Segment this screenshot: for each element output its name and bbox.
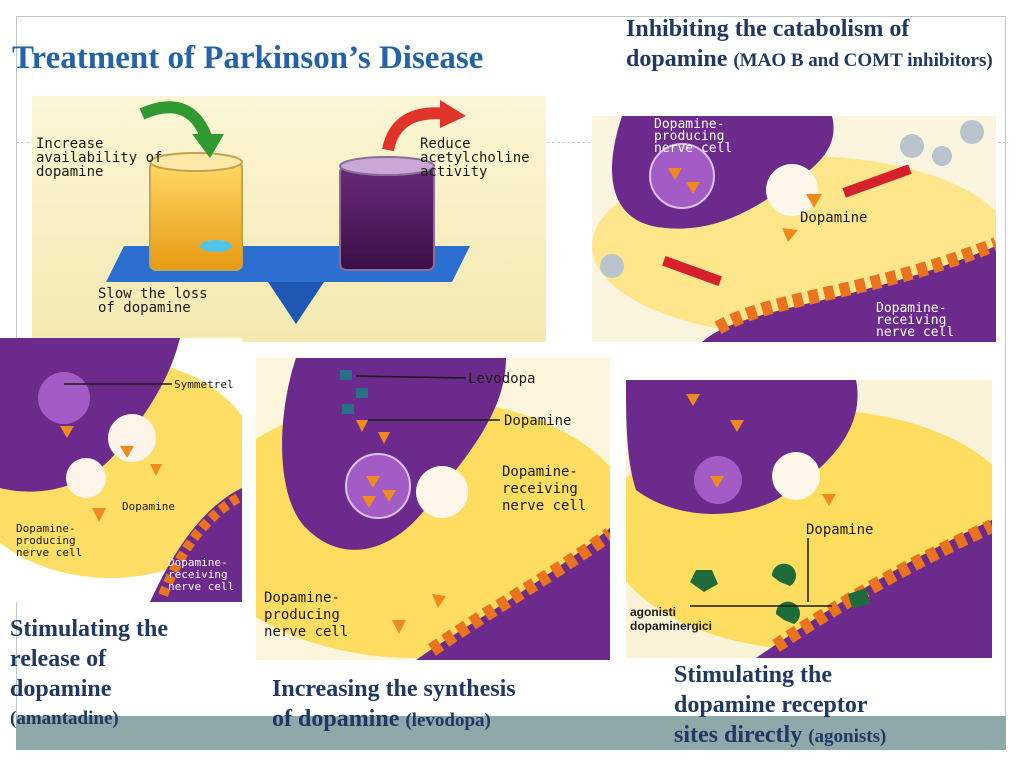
purple-beaker: [339, 165, 435, 271]
svg-text:Slow the loss: Slow the loss: [98, 286, 208, 302]
caption-release-line2: release of: [10, 646, 107, 672]
agonist-molecule: [690, 570, 718, 592]
svg-text:receiving: receiving: [502, 481, 578, 497]
svg-text:Levodopa: Levodopa: [468, 371, 535, 387]
svg-text:Dopamine: Dopamine: [800, 210, 867, 226]
yellow-beaker: [149, 161, 243, 271]
svg-text:Increase: Increase: [36, 136, 103, 152]
svg-text:nerve cell: nerve cell: [654, 141, 732, 156]
svg-text:dopaminergici: dopaminergici: [630, 619, 712, 633]
svg-text:producing: producing: [654, 129, 724, 144]
svg-text:Symmetrel: Symmetrel: [174, 378, 234, 391]
svg-text:acetylcholine: acetylcholine: [420, 150, 530, 166]
svg-text:Dopamine: Dopamine: [504, 413, 571, 429]
caption-release: Stimulating the release of dopamine (ama…: [10, 614, 240, 734]
caption-synthesis-sub: (levodopa): [405, 710, 491, 731]
svg-text:producing: producing: [264, 607, 340, 623]
panel-balance: Increase availability of dopamine Reduce…: [32, 96, 546, 342]
bottom-bar: [16, 716, 1006, 750]
caption-release-line3: dopamine: [10, 676, 112, 702]
caption-agonists: Stimulating the dopamine receptor sites …: [674, 660, 1004, 752]
synthesis-illustration: Levodopa Dopamine Dopamine- receiving ne…: [256, 358, 610, 660]
svg-text:nerve cell: nerve cell: [16, 546, 82, 559]
caption-agonists-sub: (agonists): [808, 726, 887, 747]
panel-agonists: Dopamine agonisti dopaminergici: [626, 380, 992, 658]
svg-text:Dopamine-: Dopamine-: [502, 464, 578, 480]
svg-text:nerve cell: nerve cell: [502, 498, 586, 514]
svg-text:availability of: availability of: [36, 150, 162, 166]
svg-text:receiving: receiving: [168, 568, 228, 581]
synthesis-producing-neuron: [282, 358, 506, 550]
enzyme-mao: [662, 256, 722, 286]
caption-synthesis-line1: Increasing the synthesis: [272, 676, 516, 702]
panel-catabolism: Dopamine- producing nerve cell Dopamine …: [592, 116, 996, 342]
svg-text:nerve cell: nerve cell: [876, 325, 954, 340]
caption-agonists-line3: sites directly: [674, 722, 803, 748]
green-arrow: [139, 101, 214, 145]
red-arrow: [382, 107, 449, 152]
caption-agonists-line1: Stimulating the: [674, 662, 833, 688]
svg-text:Dopamine-: Dopamine-: [264, 590, 340, 606]
caption-catabolism-sub: (MAO B and COMT inhibitors): [733, 50, 993, 71]
svg-text:nerve cell: nerve cell: [264, 624, 348, 640]
svg-text:Dopamine-: Dopamine-: [876, 301, 946, 316]
svg-text:of dopamine: of dopamine: [98, 300, 191, 316]
fulcrum: [260, 270, 332, 324]
svg-text:nerve cell: nerve cell: [168, 580, 234, 593]
balance-illustration: Increase availability of dopamine Reduce…: [32, 96, 546, 342]
svg-text:agonisti: agonisti: [630, 605, 676, 619]
caption-release-line1: Stimulating the: [10, 616, 169, 642]
svg-text:producing: producing: [16, 534, 76, 547]
svg-text:Dopamine-: Dopamine-: [654, 117, 724, 132]
caption-agonists-line2: dopamine receptor: [674, 692, 868, 718]
svg-text:dopamine: dopamine: [36, 164, 103, 180]
svg-text:Dopamine: Dopamine: [806, 522, 873, 538]
release-illustration: Symmetrel Dopamine Dopamine- producing n…: [0, 338, 242, 602]
svg-text:Reduce: Reduce: [420, 136, 471, 152]
synthesis-receiving-neuron: [416, 528, 610, 660]
caption-catabolism-main: Inhibiting the catabolism of dopamine: [626, 16, 910, 72]
caption-synthesis: Increasing the synthesis of dopamine (le…: [272, 674, 602, 736]
release-producing-neuron: [0, 338, 180, 492]
enzyme-comt: [842, 164, 912, 198]
svg-text:Dopamine-: Dopamine-: [168, 556, 228, 569]
caption-release-sub: (amantadine): [10, 708, 119, 729]
svg-text:activity: activity: [420, 164, 487, 180]
catabolism-illustration: Dopamine- producing nerve cell Dopamine …: [592, 116, 996, 342]
svg-text:Dopamine-: Dopamine-: [16, 522, 76, 535]
agonists-illustration: Dopamine agonisti dopaminergici: [626, 380, 992, 658]
svg-text:Dopamine: Dopamine: [122, 500, 175, 513]
slide-title: Treatment of Parkinson’s Disease: [12, 40, 484, 76]
panel-release: Symmetrel Dopamine Dopamine- producing n…: [0, 338, 242, 602]
caption-synthesis-line2: of dopamine: [272, 706, 400, 732]
panel-synthesis: Levodopa Dopamine Dopamine- receiving ne…: [256, 358, 610, 660]
caption-catabolism: Inhibiting the catabolism of dopamine (M…: [626, 14, 1006, 76]
svg-text:receiving: receiving: [876, 313, 946, 328]
